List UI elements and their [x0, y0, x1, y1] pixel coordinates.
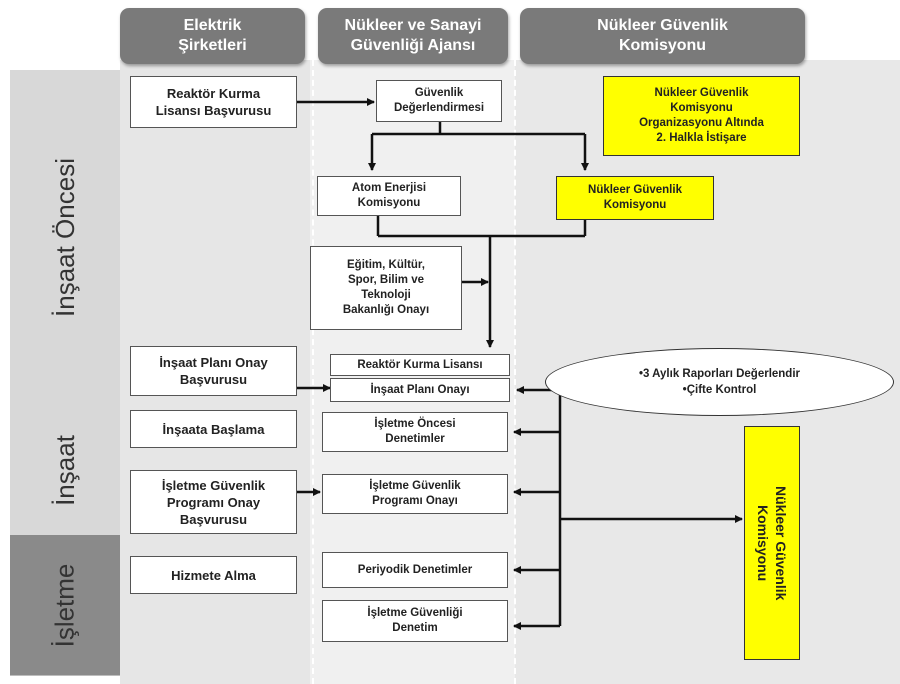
header-nuclear-commission: Nükleer Güvenlik Komisyonu — [520, 8, 805, 64]
reports-ellipse: •3 Aylık Raporları Değerlendir •Çifte Ko… — [545, 348, 894, 416]
box-ministry-approval: Eğitim, Kültür, Spor, Bilim ve Teknoloji… — [310, 246, 462, 330]
box-safety-evaluation: Güvenlik Değerlendirmesi — [376, 80, 502, 122]
divider-right — [514, 60, 516, 684]
box-safety-program-application: İşletme Güvenlik Programı Onay Başvurusu — [130, 470, 297, 534]
header-nuclear-agency: Nükleer ve Sanayi Güvenliği Ajansı — [318, 8, 508, 64]
box-commissioning: Hizmete Alma — [130, 556, 297, 594]
ellipse-line-quarterly-reports: •3 Aylık Raporları Değerlendir — [638, 368, 801, 380]
box-reactor-license-application: Reaktör Kurma Lisansı Başvurusu — [130, 76, 297, 128]
box-construction-plan-approval: İnşaat Planı Onayı — [330, 378, 510, 402]
box-reactor-license: Reaktör Kurma Lisansı — [330, 354, 510, 376]
box-pre-operation-inspections: İşletme Öncesi Denetimler — [322, 412, 508, 452]
box-periodic-inspections: Periyodik Denetimler — [322, 552, 508, 588]
divider-left — [312, 60, 314, 684]
header-electric-companies: Elektrik Şirketleri — [120, 8, 305, 64]
box-nsc-vertical-label: Nükleer Güvenlik Komisyonu — [755, 485, 789, 601]
phase-band-construction — [10, 405, 120, 536]
box-construction-start: İnşaata Başlama — [130, 410, 297, 448]
box-construction-plan-application: İnşaat Planı Onay Başvurusu — [130, 346, 297, 396]
box-operation-safety-inspection: İşletme Güvenliği Denetim — [322, 600, 508, 642]
box-nsc-public-consultation: Nükleer Güvenlik Komisyonu Organizasyonu… — [603, 76, 800, 156]
phase-band-operation — [10, 535, 120, 676]
box-atomic-energy-commission: Atom Enerjisi Komisyonu — [317, 176, 461, 216]
ellipse-line-double-check: •Çifte Kontrol — [682, 384, 757, 396]
phase-band-pre-construction — [10, 70, 120, 406]
box-safety-program-approval: İşletme Güvenlik Programı Onayı — [322, 474, 508, 514]
box-nsc-review: Nükleer Güvenlik Komisyonu — [556, 176, 714, 220]
box-nsc-vertical: Nükleer Güvenlik Komisyonu — [744, 426, 800, 660]
